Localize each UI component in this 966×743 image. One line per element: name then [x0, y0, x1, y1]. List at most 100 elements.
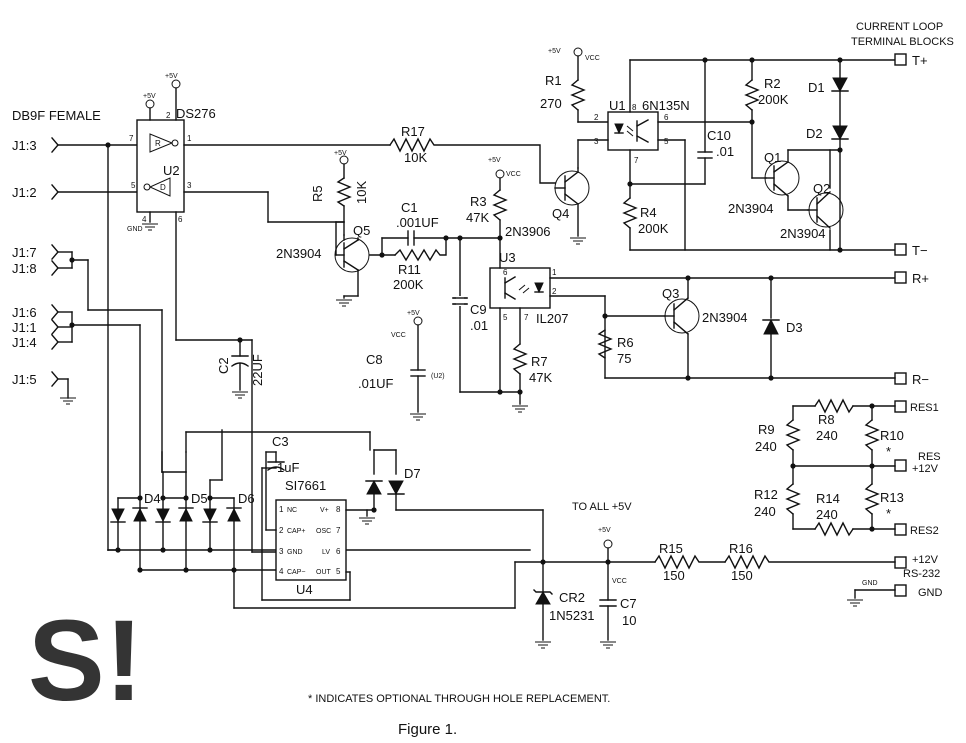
c2-value: 22UF: [250, 354, 265, 386]
r5-q5-wiring: [335, 163, 352, 236]
u2-part-name: DS276: [176, 106, 216, 121]
u4-pin-nc: NC: [287, 507, 297, 514]
diode-d4-pair: [110, 507, 148, 523]
connector-title: DB9F FEMALE: [12, 108, 101, 123]
c8-value: .01UF: [358, 376, 393, 391]
cr2-vcc: +5V: [598, 527, 611, 534]
u4-pin-8: 8: [336, 505, 341, 514]
c2-ref: C2: [216, 357, 231, 374]
transistor-q5: [334, 237, 370, 273]
q3-part: 2N3904: [702, 310, 748, 325]
r1-vcc: +5V: [548, 48, 561, 55]
power-rail: [233, 547, 896, 641]
u2-vcc2-label: +5V: [143, 93, 156, 100]
terminal-title-2: TERMINAL BLOCKS: [851, 36, 954, 48]
zener-cr2: [533, 589, 553, 605]
r12-value: 240: [754, 504, 776, 519]
terminal-res1: RES1: [910, 402, 939, 414]
resistor-r17: [389, 137, 556, 184]
u4-ref: U4: [296, 582, 313, 597]
u4-d7-wiring: [345, 449, 544, 561]
u1-pin-7: 7: [634, 156, 639, 165]
r12-ref: R12: [754, 487, 778, 502]
pin-j1-7: J1:7: [12, 245, 37, 260]
c10-ref: C10: [707, 128, 731, 143]
r5-vcc: +5V: [334, 150, 347, 157]
u4-pin-6: 6: [336, 547, 341, 556]
c8-ref: C8: [366, 352, 383, 367]
r4-ref: R4: [640, 205, 657, 220]
u4-pin-lv: LV: [322, 549, 330, 556]
q3-r6-d3-wiring: [597, 277, 896, 379]
r1-ref: R1: [545, 73, 562, 88]
c7-value: 10: [622, 613, 636, 628]
r3-value: 47K: [466, 210, 489, 225]
r9-ref: R9: [758, 422, 775, 437]
r6-value: 75: [617, 351, 631, 366]
r14-ref: R14: [816, 491, 840, 506]
terminal-r-minus: R−: [912, 372, 929, 387]
terminal-t-minus: T−: [912, 243, 928, 258]
u4-pin-2: 2: [279, 526, 284, 535]
u4-pin-osc: OSC: [316, 528, 331, 535]
u4-pin-out: OUT: [316, 569, 332, 576]
r15-value: 150: [663, 568, 685, 583]
q1-part: 2N3904: [728, 201, 774, 216]
u3-pin-7: 7: [524, 313, 529, 322]
d1-ref: D1: [808, 80, 825, 95]
capacitor-c10: [697, 59, 713, 185]
u1-pin-5: 5: [664, 137, 669, 146]
u1-part: 6N135N: [642, 98, 690, 113]
r8-value: 240: [816, 428, 838, 443]
r5-ref: R5: [310, 185, 325, 202]
d7-ref: D7: [404, 466, 421, 481]
ic-u2: [136, 119, 185, 213]
diode-d1: [831, 77, 849, 93]
cr2-part: 1N5231: [549, 608, 595, 623]
diode-d3: [762, 318, 780, 335]
footnote: * INDICATES OPTIONAL THROUGH HOLE REPLAC…: [308, 693, 610, 705]
d6-ref: D6: [238, 491, 255, 506]
u2-pin-6: 6: [178, 215, 183, 224]
pin-j1-8: J1:8: [12, 261, 37, 276]
r3-ref: R3: [470, 194, 487, 209]
r11-value: 200K: [393, 277, 424, 292]
r16-ref: R16: [729, 541, 753, 556]
figure-caption: Figure 1.: [398, 721, 457, 738]
terminal-res-12v: +12V: [912, 463, 939, 475]
u2-pin-4: 4: [142, 215, 147, 224]
u4-pin-capp: CAP+: [287, 528, 305, 535]
u4-pin-gnd: GND: [287, 549, 303, 556]
terminal-12v: +12V: [912, 554, 939, 566]
r9-value: 240: [755, 439, 777, 454]
r7-ref: R7: [531, 354, 548, 369]
q5-ref: Q5: [353, 223, 370, 238]
u4-pin-capm: CAP−: [287, 569, 305, 576]
terminal-rs232: RS-232: [903, 568, 940, 580]
u4-pin-vplus: V+: [320, 507, 329, 514]
u2-vcc-label: +5V: [165, 73, 178, 80]
capacitor-c8: [410, 324, 426, 413]
u3-part: IL207: [536, 311, 569, 326]
u2-wiring: [149, 87, 391, 341]
u3-pin-5: 5: [503, 313, 508, 322]
q2-part: 2N3904: [780, 226, 826, 241]
r6-ref: R6: [617, 335, 634, 350]
pin-j1-6: J1:6: [12, 305, 37, 320]
r5-value: 10K: [354, 181, 369, 204]
u1-pin-8: 8: [632, 103, 637, 112]
d3-ref: D3: [786, 320, 803, 335]
connector-wiring: [51, 137, 531, 551]
terminal-boxes: [894, 53, 907, 597]
r1-wiring: [570, 55, 609, 123]
c3-ref: C3: [272, 434, 289, 449]
terminal-r-plus: R+: [912, 271, 929, 286]
terminal-t-plus: T+: [912, 53, 928, 68]
pin-j1-2: J1:2: [12, 185, 37, 200]
transistor-q4: [554, 170, 590, 206]
q4-part: 2N3906: [505, 224, 551, 239]
u2-pin-2: 2: [166, 111, 171, 120]
terminal-gnd: GND: [918, 587, 943, 599]
transistor-q1: [764, 160, 800, 197]
u3-ref: U3: [499, 250, 516, 265]
